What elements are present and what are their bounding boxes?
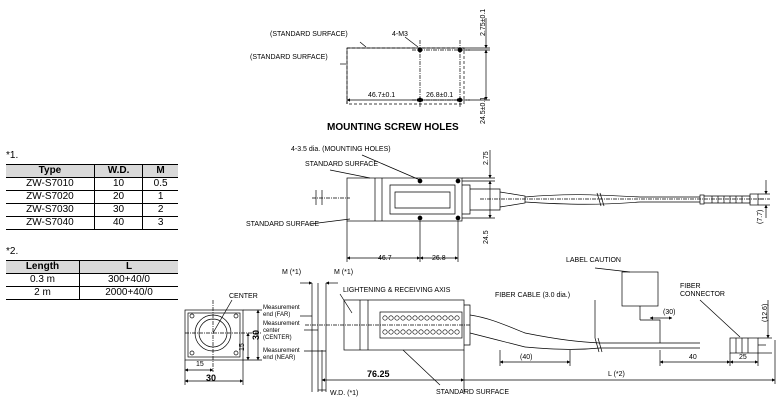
table-cell: 2 m — [6, 286, 80, 300]
top-std-surface-bottom: STANDARD SURFACE — [246, 221, 319, 228]
front-view-drawing — [184, 299, 262, 385]
table-cell: 40 — [93, 216, 143, 230]
front-dim-15-w: 15 — [196, 361, 204, 368]
screw-std-surface-a: (STANDARD SURFACE) — [270, 31, 348, 38]
table-length-l: Length L 0.3 m 300+40/0 2 m 2000+40/0 — [6, 260, 178, 300]
table-cell: 300+40/0 — [78, 273, 178, 287]
screw-holes-title: MOUNTING SCREW HOLES — [327, 122, 459, 133]
measurement-near-label: Measurement end (NEAR) — [263, 348, 300, 361]
top-dim-24-5: 24.5 — [483, 230, 490, 244]
side-dim-76-25: 76.25 — [367, 369, 390, 379]
label-caution: LABEL CAUTION — [566, 257, 621, 264]
top-dim-26-8: 26.8 — [432, 255, 446, 262]
table-cell: ZW-S7040 — [6, 216, 95, 230]
fiber-cable-label: FIBER CABLE (3.0 dia.) — [495, 292, 571, 299]
table-cell: 1 — [142, 190, 178, 204]
measurement-center-label: Measurement center (CENTER) — [263, 321, 300, 341]
side-view-drawing — [300, 267, 776, 392]
top-holes-label: 4-3.5 dia. (MOUNTING HOLES) — [291, 146, 391, 153]
top-dim-2-75: 2.75 — [483, 151, 490, 165]
table1-note: *1. — [6, 150, 19, 161]
axis-label: LIGHTENING & RECEIVING AXIS — [343, 287, 451, 294]
table1-header-type: Type — [6, 164, 95, 178]
table-cell: 10 — [93, 177, 143, 191]
top-view-drawing — [309, 150, 770, 262]
table-cell: 20 — [93, 190, 143, 204]
screw-dim-w1: 46.7±0.1 — [368, 92, 396, 99]
table-cell: 0.3 m — [6, 273, 80, 287]
side-m2-label: M (*1) — [334, 269, 354, 276]
table-type-wd-m: Type W.D. M ZW-S7010 10 0.5 ZW-S7020 20 … — [6, 164, 178, 230]
table1-header-m: M — [142, 164, 178, 178]
front-dim-30-w: 30 — [206, 373, 217, 383]
screw-thread-label: 4-M3 — [392, 31, 408, 38]
table-row: ZW-S7040 40 3 — [6, 216, 178, 230]
side-std-surface: STANDARD SURFACE — [436, 389, 509, 396]
table-cell: ZW-S7010 — [6, 177, 95, 191]
fiber-connector-label: FIBER CONNECTOR — [680, 283, 725, 298]
table-cell: 0.5 — [142, 177, 178, 191]
table-row: ZW-S7020 20 1 — [6, 190, 178, 204]
screw-dim-h2: 24.5±0.1 — [480, 96, 487, 124]
side-m1-label: M (*1) — [282, 269, 302, 276]
table2-header-length: Length — [6, 260, 80, 274]
front-dim-30-h: 30 — [251, 329, 261, 340]
table-cell: ZW-S7030 — [6, 203, 95, 217]
side-dim-12-6: (12.6) — [762, 303, 769, 322]
measurement-far-label: Measurement end (FAR) — [263, 305, 300, 318]
screw-dim-w2: 26.8±0.1 — [426, 92, 454, 99]
table-row: 0.3 m 300+40/0 — [6, 273, 178, 287]
screw-std-surface-b: (STANDARD SURFACE) — [250, 54, 328, 61]
side-dim-25: 25 — [739, 354, 747, 361]
top-std-surface-top: STANDARD SURFACE — [305, 161, 378, 168]
table-row: ZW-S7010 10 0.5 — [6, 177, 178, 191]
table-cell: ZW-S7020 — [6, 190, 95, 204]
screw-dim-h1: 2.75±0.1 — [480, 8, 487, 36]
side-dim-30: (30) — [663, 309, 676, 316]
top-dim-46-7: 46.7 — [378, 255, 392, 262]
side-dim-40b: 40 — [689, 354, 697, 361]
table-cell: 2 — [142, 203, 178, 217]
side-dim-40a: (40) — [520, 354, 533, 361]
top-dim-7-7: (7.7) — [757, 209, 764, 224]
table-cell: 30 — [93, 203, 143, 217]
table-cell: 2000+40/0 — [78, 286, 178, 300]
front-dim-15-h: 15 — [239, 343, 246, 351]
screw-holes-drawing — [340, 18, 490, 108]
front-center-label: CENTER — [229, 293, 258, 300]
table1-header-wd: W.D. — [93, 164, 143, 178]
table-row: ZW-S7030 30 2 — [6, 203, 178, 217]
table2-note: *2. — [6, 246, 19, 257]
side-dim-l: L (*2) — [608, 371, 625, 378]
table-row: 2 m 2000+40/0 — [6, 286, 178, 300]
table-cell: 3 — [142, 216, 178, 230]
table2-header-l: L — [78, 260, 178, 274]
side-dim-wd: W.D. (*1) — [330, 390, 359, 397]
